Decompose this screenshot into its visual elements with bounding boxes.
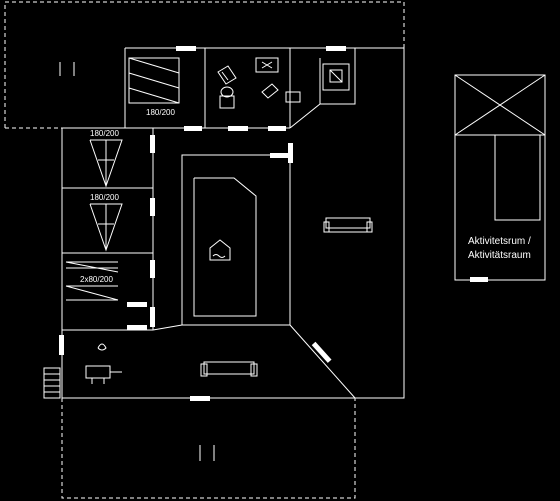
bed-mid1-label: 180/200 <box>90 129 119 138</box>
bed-lower-label: 2x80/200 <box>80 275 113 284</box>
shower-icon <box>261 83 301 103</box>
bedroom-lower: 2x80/200 <box>65 261 119 301</box>
toilet-icon <box>219 86 235 109</box>
sofa-icon <box>323 217 373 233</box>
stairs-icon <box>43 367 61 399</box>
shower-icon <box>217 65 237 85</box>
fireplace-icon <box>209 239 231 261</box>
bed-top-label: 180/200 <box>146 108 175 117</box>
appliance-icon <box>322 63 350 91</box>
bathroom-fixtures <box>217 57 301 109</box>
house-outline <box>61 47 405 399</box>
activity-room-door <box>470 277 488 282</box>
grill-icon <box>85 343 122 384</box>
activity-room-label-2: Aktivitätsraum <box>468 250 531 261</box>
doors <box>59 46 346 401</box>
sofa-icon <box>200 361 258 377</box>
bedroom-mid2: 180/200 <box>89 193 123 252</box>
bedroom-mid1: 180/200 <box>89 129 123 188</box>
central-core <box>152 154 356 399</box>
bedroom-top: 180/200 <box>128 57 180 117</box>
bathtub-icon <box>255 57 279 73</box>
activity-room-label-1: Aktivitetsrum / <box>468 236 531 247</box>
activity-room: Aktivitetsrum / Aktivitätsraum <box>454 74 546 282</box>
terrace-bottom <box>61 398 356 499</box>
bed-mid2-label: 180/200 <box>90 193 119 202</box>
